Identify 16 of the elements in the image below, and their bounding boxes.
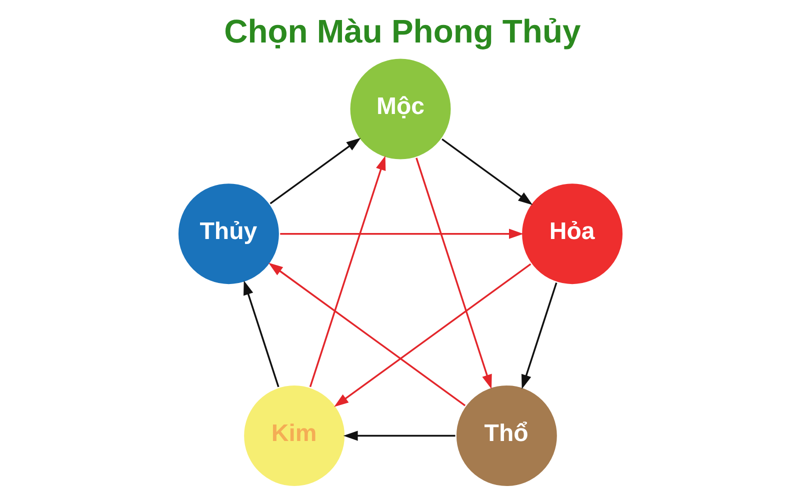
- node-circle: Mộc: [348, 56, 452, 162]
- arrow: [520, 282, 557, 390]
- arrow: [308, 156, 386, 388]
- arrow: [243, 280, 279, 388]
- arrow: [280, 228, 523, 239]
- node-circle: Hỏa: [519, 181, 624, 286]
- arrow: [268, 262, 466, 406]
- arrow: [342, 430, 455, 441]
- node-circle: Thủy: [176, 181, 281, 286]
- arrow: [334, 263, 531, 407]
- arrow: [415, 158, 492, 390]
- arrow: [269, 138, 360, 204]
- diagram-title: Chọn Màu Phong Thủy: [224, 12, 580, 50]
- node-circle: Kim: [241, 383, 346, 488]
- node-circle: Thổ: [454, 383, 559, 488]
- arrow: [441, 138, 532, 205]
